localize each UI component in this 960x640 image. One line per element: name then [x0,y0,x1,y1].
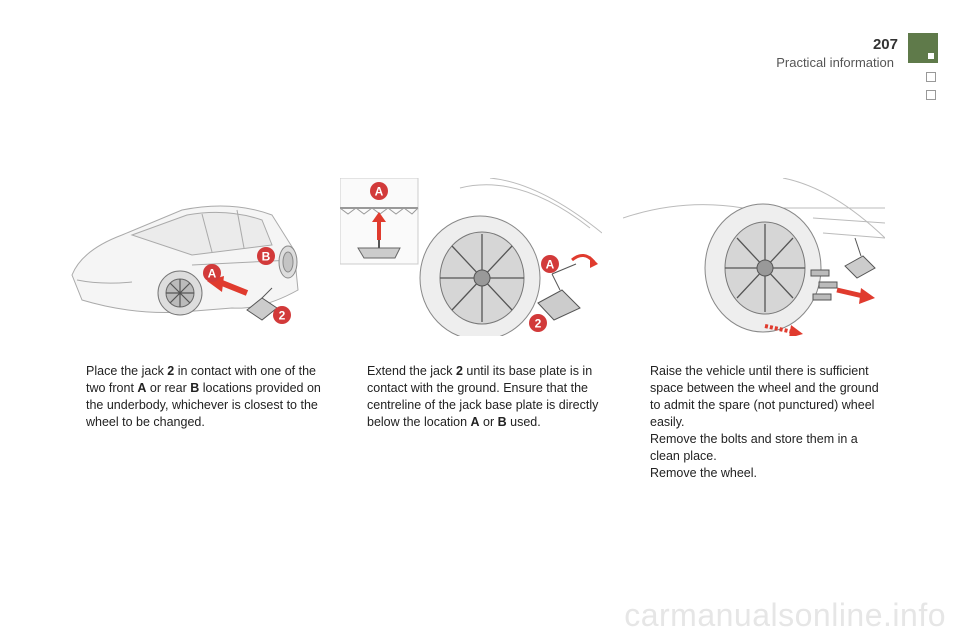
jack-icon [537,263,581,321]
instruction-column-3: Raise the vehicle until there is suffici… [626,363,886,482]
instruction-step: Remove the wheel. [626,465,886,482]
car-rear-wheel [278,245,298,279]
step-text: used. [506,415,541,429]
figure-jack-extend: A A 2 [340,178,602,336]
section-tab[interactable] [926,90,936,100]
arrow-red-icon [836,287,864,299]
step-text: Remove the wheel. [650,466,758,480]
step-text: or [479,415,498,429]
step-label-ref: 2 [167,364,175,378]
step-label-ref: B [497,415,507,429]
wheel-bolts-icon [810,269,838,301]
instruction-column-1: Place the jack 2 in contact with one of … [62,363,322,431]
step-label-ref: 2 [455,364,463,378]
label-b: B [262,250,271,264]
step-text: in contact with one of the two front [86,364,317,395]
step-label-ref: B [190,381,200,395]
figure-car-jack-points: A B 2 [71,205,299,324]
inset-jack-contact: A [340,178,419,265]
watermark: carmanualsonline.info [624,597,946,633]
instruction-step: Extend the jack 2 until its base plate i… [343,363,603,431]
page-number: 207 [872,36,898,53]
label-2: 2 [279,309,286,323]
label-b-badge: B [257,247,275,265]
label-a-badge: A [203,264,221,282]
step-text: Remove the bolts and store them in a cle… [650,432,858,463]
step-label-ref: A [137,381,147,395]
figure-remove-wheel [623,178,885,336]
wheel-tyre [419,215,541,336]
section-tab-active[interactable] [908,33,938,63]
instruction-step: Place the jack 2 in contact with one of … [62,363,322,431]
label-a: A [208,267,217,281]
instruction-column-2: Extend the jack 2 until its base plate i… [343,363,603,431]
label-2-badge: 2 [273,306,291,324]
section-title: Practical information [776,55,894,70]
instruction-step: Raise the vehicle until there is suffici… [626,363,886,431]
step-text: Place the jack [86,364,168,378]
step-text: or rear [146,381,191,395]
step-text: locations provided on the underbody, whi… [86,381,321,429]
label-a-inset: A [375,185,384,199]
arrow-red-icon [220,280,249,296]
wheel-tyre [704,203,822,333]
step-text: until its base plate is in contact with … [367,364,599,429]
jack-icon [844,237,876,279]
instruction-step: Remove the bolts and store them in a cle… [626,431,886,465]
car-front-wheel [157,270,203,316]
tab-marker-icon [928,53,934,59]
label-2: 2 [535,317,542,331]
section-tab[interactable] [926,72,936,82]
label-a: A [546,258,555,272]
step-text: Extend the jack [367,364,456,378]
step-text: Raise the vehicle until there is suffici… [650,364,879,429]
step-label-ref: A [470,415,480,429]
